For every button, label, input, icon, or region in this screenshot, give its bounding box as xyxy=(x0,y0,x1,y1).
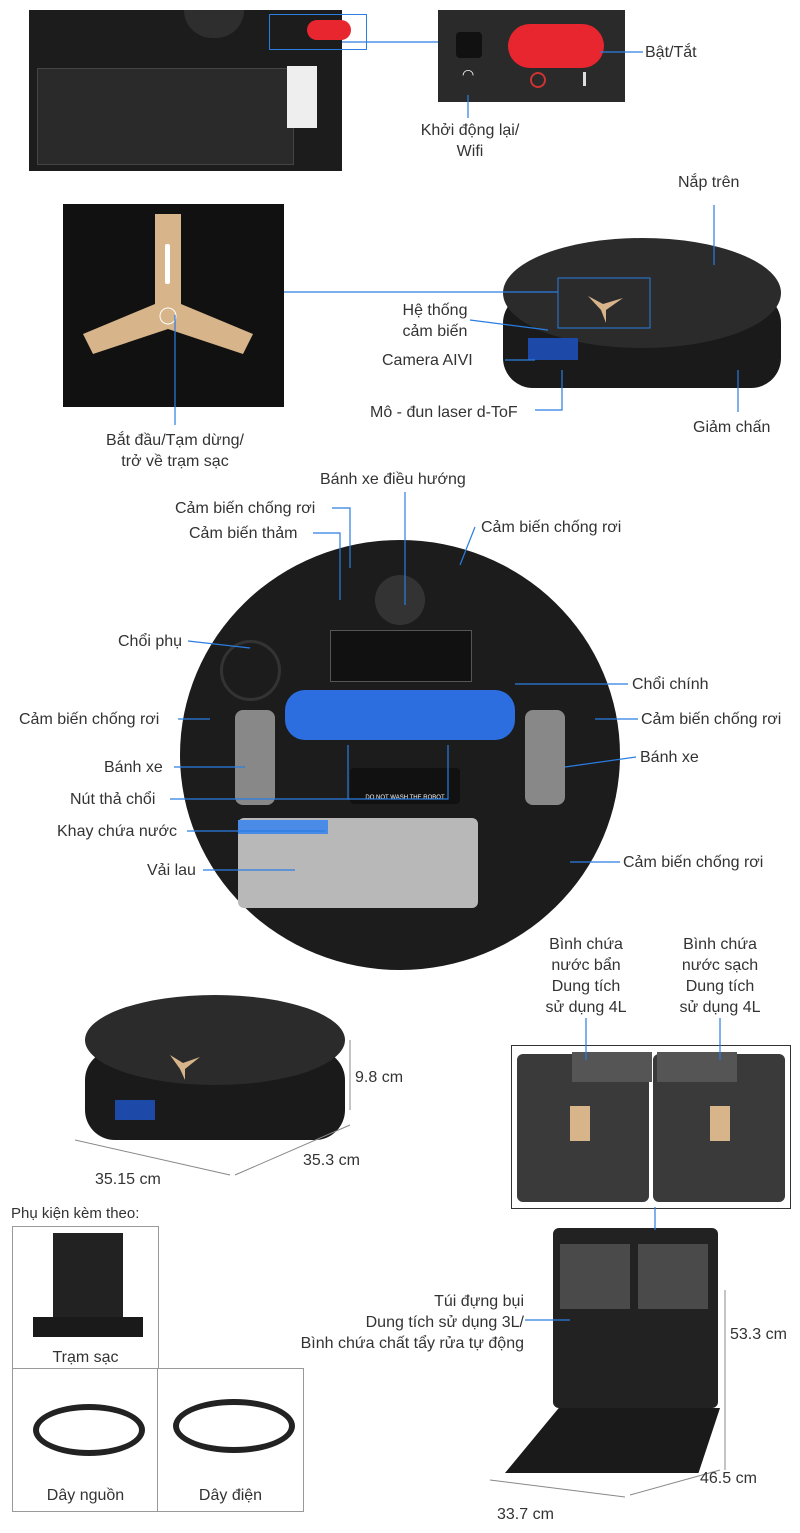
accessory-power-cord: Dây nguồn xyxy=(12,1368,159,1512)
accessory-cable: Dây điện xyxy=(157,1368,304,1512)
robot-side-view xyxy=(80,995,350,1145)
wheel-label: Bánh xe xyxy=(640,749,699,766)
clean-tank-label: Bình chứa nước sạch Dung tích sử dụng 4L xyxy=(679,936,761,1016)
accessory-label: Dây điện xyxy=(198,1487,263,1504)
start-button-label: Bắt đầu/Tạm dừng/ trở về trạm sạc xyxy=(106,432,244,470)
station-tanks-photo xyxy=(511,1045,791,1209)
station-depth-label: 46.5 cm xyxy=(700,1470,757,1487)
wheel-label: Bánh xe xyxy=(104,759,163,776)
sensor-system-label: Hệ thống cảm biến xyxy=(402,302,468,340)
power-switch xyxy=(508,24,604,68)
robot-depth-label: 35.3 cm xyxy=(303,1152,360,1169)
control-button-closeup xyxy=(63,204,284,407)
power-switch-label: Bật/Tắt xyxy=(645,44,697,61)
water-tray-label: Khay chứa nước xyxy=(57,823,177,840)
cliff-sensor-label: Cảm biến chống rơi xyxy=(641,711,782,728)
main-brush-label: Chổi chính xyxy=(632,676,709,693)
cliff-sensor-label: Cảm biến chống rơi xyxy=(19,711,160,728)
station-height-label: 53.3 cm xyxy=(730,1326,787,1343)
robot-rear-panel-photo xyxy=(29,10,367,171)
bumper-label: Giảm chấn xyxy=(693,419,771,436)
cliff-sensor-label: Cảm biến chống rơi xyxy=(623,854,764,871)
station-width-label: 33.7 cm xyxy=(497,1506,554,1523)
power-switch-closeup: ◠ xyxy=(438,10,625,102)
side-brush-label: Chổi phụ xyxy=(118,633,183,650)
robot-height-label: 9.8 cm xyxy=(355,1069,404,1086)
accessory-label: Dây nguồn xyxy=(46,1487,125,1504)
accessories-title: Phụ kiện kèm theo: xyxy=(11,1205,140,1222)
restart-wifi-label: Khởi động lại/ Wifi xyxy=(420,122,520,160)
restart-button xyxy=(456,32,482,58)
camera-label: Camera AIVI xyxy=(382,352,473,369)
wifi-icon: ◠ xyxy=(462,66,475,82)
do-not-wash-sticker: DO NOT WASH THE ROBOT xyxy=(350,768,460,804)
brush-release-label: Nút thả chổi xyxy=(70,791,156,808)
station-photo xyxy=(500,1228,725,1488)
mop-label: Vải lau xyxy=(147,862,196,879)
cliff-sensor-label: Cảm biến chống rơi xyxy=(481,519,622,536)
accessory-charging-station: Trạm sạc xyxy=(12,1226,159,1370)
carpet-sensor-label: Cảm biến thảm xyxy=(189,525,298,542)
nav-wheel-label: Bánh xe điều hướng xyxy=(320,471,466,488)
top-cover-label: Nắp trên xyxy=(678,174,740,191)
cliff-sensor-label: Cảm biến chống rơi xyxy=(175,500,316,517)
laser-module-label: Mô - đun laser d-ToF xyxy=(370,404,518,421)
dirty-tank-label: Bình chứa nước bẩn Dung tích sử dụng 4L xyxy=(545,936,627,1016)
main-brush xyxy=(285,690,515,740)
dust-bag-label: Túi đựng bụi Dung tích sử dụng 3L/ Bình … xyxy=(300,1293,524,1352)
robot-underside: DO NOT WASH THE ROBOT xyxy=(180,540,620,970)
robot-top-view xyxy=(503,238,781,398)
accessory-label: Trạm sạc xyxy=(52,1349,119,1366)
robot-width-label: 35.15 cm xyxy=(95,1171,161,1188)
